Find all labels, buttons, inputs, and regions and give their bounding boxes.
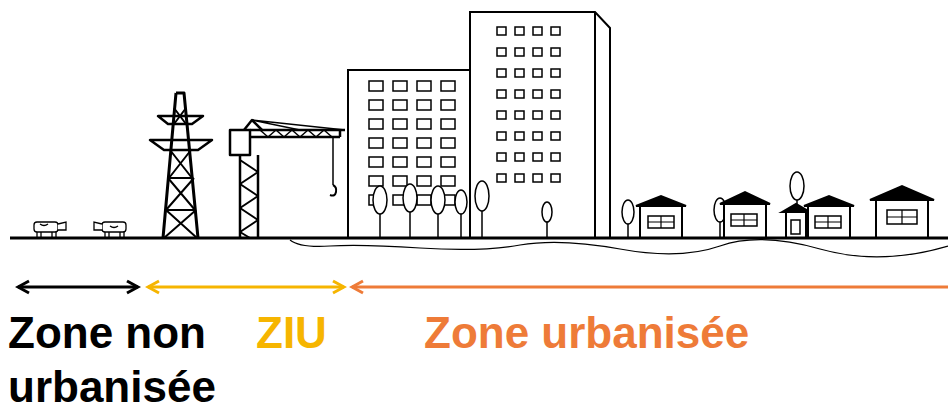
apartment-building: [348, 70, 470, 238]
cow-icon: [94, 222, 126, 238]
zone-label: Zone urbanisée: [424, 306, 924, 360]
construction-crane: [230, 120, 345, 238]
power-pylon: [150, 93, 212, 238]
zone-label: ZIU: [256, 306, 396, 360]
underground-network-line: [290, 240, 948, 257]
house-row: [636, 186, 934, 238]
zone-label: Zone non urbanisée: [8, 306, 248, 410]
cow-icon: [34, 222, 66, 238]
apartment-tower: [470, 12, 610, 238]
ground-line: [10, 237, 948, 240]
tree-row: [373, 172, 804, 238]
zone-extent-arrow: [148, 286, 344, 289]
zone-extent-arrow: [352, 286, 948, 289]
zone-extent-arrow: [18, 286, 138, 289]
